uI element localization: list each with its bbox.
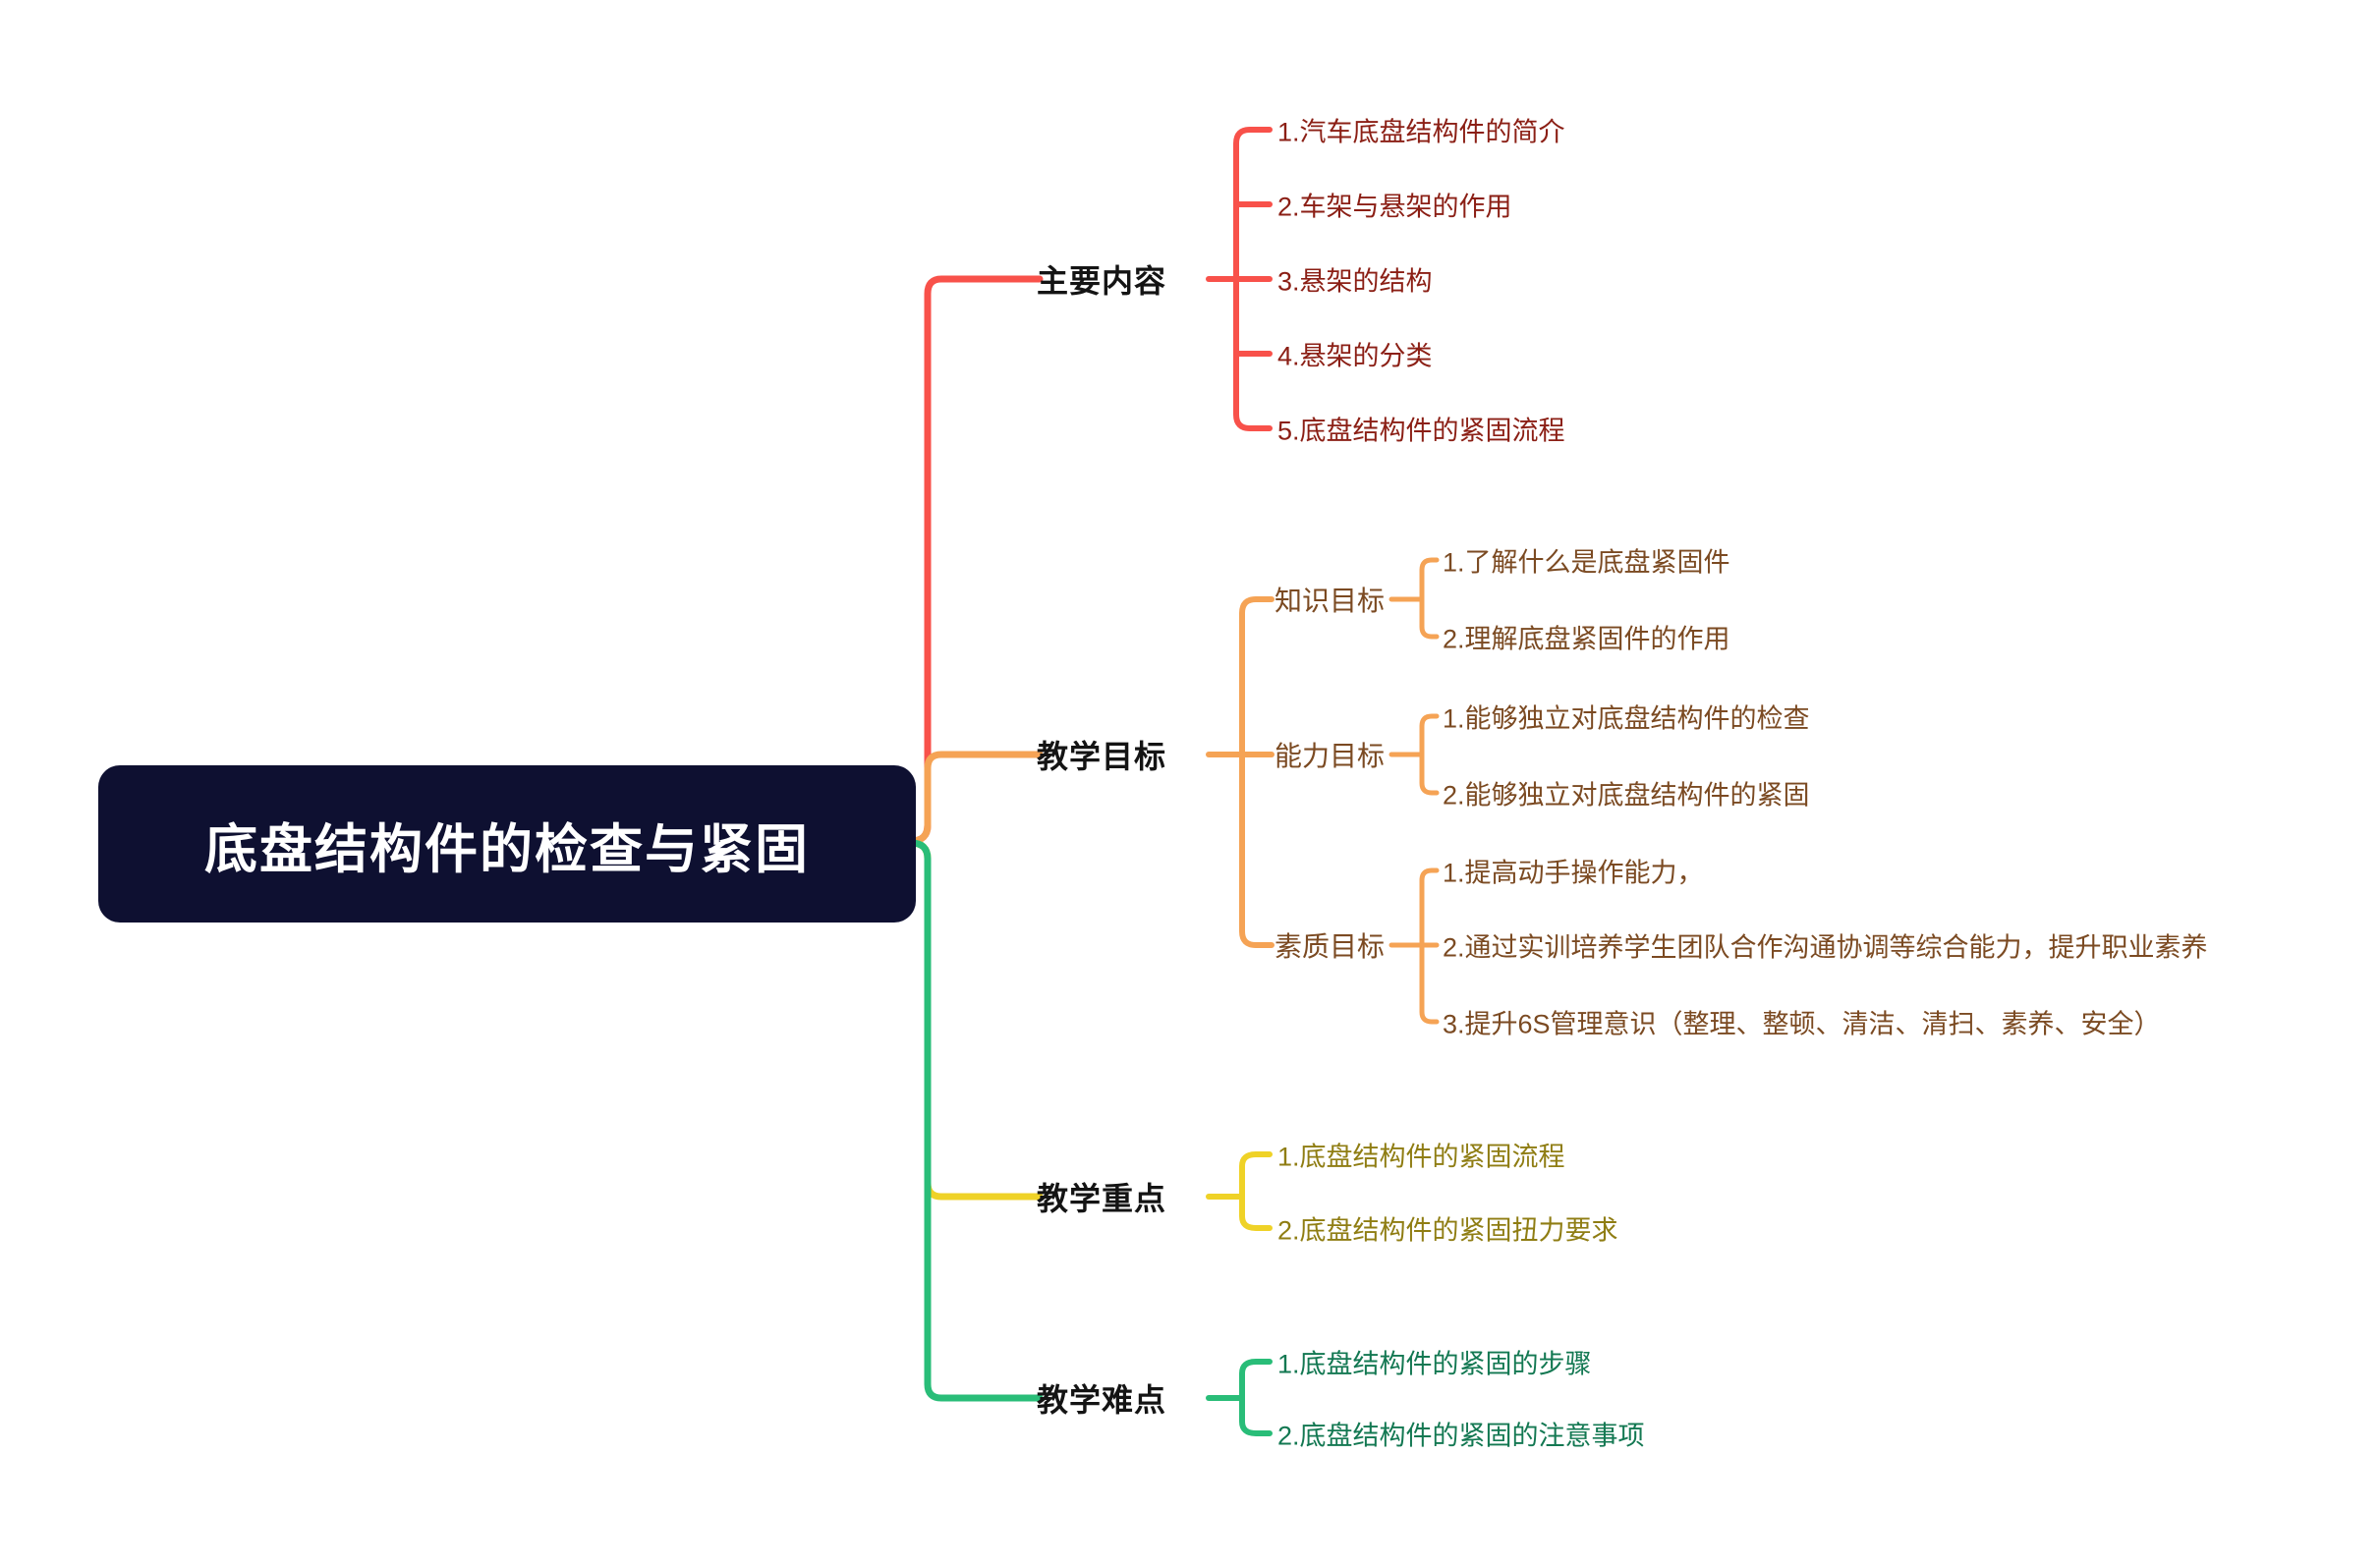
item-knowledge-1[interactable]: 1.了解什么是底盘紧固件 [1443, 547, 1730, 578]
item-knowledge-2[interactable]: 2.理解底盘紧固件的作用 [1443, 624, 1730, 654]
connector-teaching-difficulties [907, 839, 1273, 1436]
connector-teaching-objectives [907, 557, 1440, 1025]
sub-label-ability-objectives[interactable]: 能力目标 [1275, 741, 1386, 771]
connector-teaching-focus [907, 839, 1273, 1231]
item-main-content-5[interactable]: 5.底盘结构件的紧固流程 [1277, 416, 1565, 446]
item-main-content-4[interactable]: 4.悬架的分类 [1277, 341, 1433, 371]
item-quality-1[interactable]: 1.提高动手操作能力， [1443, 858, 1704, 888]
branch-label-teaching-focus[interactable]: 教学重点 [1037, 1181, 1167, 1216]
item-focus-2[interactable]: 2.底盘结构件的紧固扭力要求 [1277, 1215, 1618, 1246]
item-focus-1[interactable]: 1.底盘结构件的紧固流程 [1277, 1142, 1565, 1172]
item-main-content-1[interactable]: 1.汽车底盘结构件的简介 [1277, 117, 1565, 147]
item-ability-1[interactable]: 1.能够独立对底盘结构件的检查 [1443, 703, 1810, 734]
item-difficulty-2[interactable]: 2.底盘结构件的紧固的注意事项 [1277, 1421, 1645, 1451]
item-main-content-3[interactable]: 3.悬架的结构 [1277, 266, 1433, 297]
branch-label-teaching-objectives[interactable]: 教学目标 [1037, 739, 1167, 774]
central-topic-text: 底盘结构件的检查与紧固 [204, 819, 810, 879]
item-main-content-2[interactable]: 2.车架与悬架的作用 [1277, 192, 1512, 222]
item-quality-2[interactable]: 2.通过实训培养学生团队合作沟通协调等综合能力，提升职业素养 [1443, 932, 2208, 963]
sub-label-knowledge-objectives[interactable]: 知识目标 [1275, 586, 1386, 616]
central-topic-node[interactable]: 底盘结构件的检查与紧固 [98, 765, 916, 923]
branch-label-main-content[interactable]: 主要内容 [1037, 263, 1167, 299]
branch-label-teaching-difficulties[interactable]: 教学难点 [1037, 1382, 1167, 1418]
item-quality-3[interactable]: 3.提升6S管理意识（整理、整顿、清洁、清扫、素养、安全） [1443, 1009, 2161, 1039]
sub-label-quality-objectives[interactable]: 素质目标 [1275, 931, 1386, 962]
item-difficulty-1[interactable]: 1.底盘结构件的紧固的步骤 [1277, 1349, 1592, 1379]
item-ability-2[interactable]: 2.能够独立对底盘结构件的紧固 [1443, 780, 1810, 811]
